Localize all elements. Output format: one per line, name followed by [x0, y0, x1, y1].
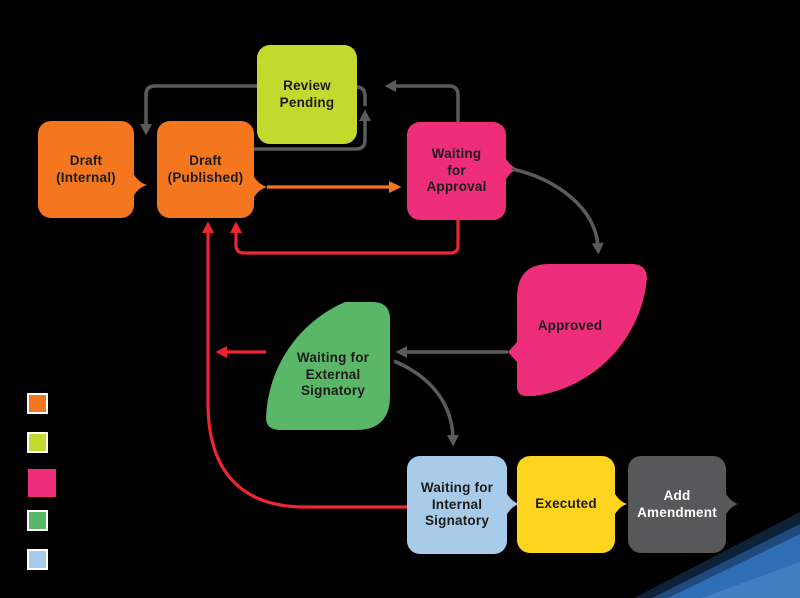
node-waiting-approval: Waiting for Approval: [407, 122, 506, 220]
node-add-amendment-label: Add Amendment: [637, 488, 717, 520]
arrow-internal-to-draft-red: [202, 221, 407, 509]
tab-waiting-approval: [504, 155, 518, 183]
tab-draft-published: [252, 173, 267, 201]
node-waiting-external-label: Waiting for External Signatory: [272, 349, 394, 401]
legend-swatch-light-blue: [27, 549, 48, 570]
arrow-draft-to-review-up: [254, 109, 371, 151]
corner-blue-triangle: [634, 512, 800, 598]
node-approved-label: Approved: [508, 314, 632, 338]
approved-text: Approved: [537, 317, 603, 333]
node-draft-internal: Draft (Internal): [38, 121, 134, 218]
legend-swatch-yellow-green: [27, 432, 48, 453]
tab-add-amendment: [724, 490, 738, 518]
tab-draft-internal: [132, 171, 147, 199]
arrow-approval-to-review: [384, 80, 460, 122]
node-draft-published-label: Draft (Published): [167, 153, 244, 185]
node-add-amendment: Add Amendment: [628, 456, 726, 553]
node-waiting-approval-label: Waiting for Approval: [426, 146, 487, 195]
node-draft-published: Draft (Published): [157, 121, 254, 218]
node-draft-internal-label: Draft (Internal): [56, 153, 116, 185]
tab-waiting-internal: [505, 490, 519, 518]
arrow-external-to-internal: [393, 359, 459, 447]
arrow-approval-to-approved: [511, 167, 604, 255]
arrow-approval-to-draft-red: [230, 220, 460, 255]
node-review-pending-label: Review Pending: [279, 78, 335, 110]
legend-swatch-orange: [27, 393, 48, 414]
node-executed-label: Executed: [535, 496, 597, 512]
waiting-external-text: Waiting for External Signatory: [296, 350, 370, 399]
node-review-pending: Review Pending: [257, 45, 357, 144]
arrow-review-to-draft: [140, 84, 257, 136]
legend-swatch-pink: [28, 469, 56, 497]
node-waiting-internal-signatory: Waiting for Internal Signatory: [407, 456, 507, 554]
node-waiting-internal-label: Waiting for Internal Signatory: [420, 480, 494, 529]
node-executed: Executed: [517, 456, 615, 553]
legend-swatch-green: [27, 510, 48, 531]
shape-waiting-external: [266, 302, 390, 430]
tab-executed: [613, 490, 627, 518]
shape-approved: [508, 264, 647, 396]
